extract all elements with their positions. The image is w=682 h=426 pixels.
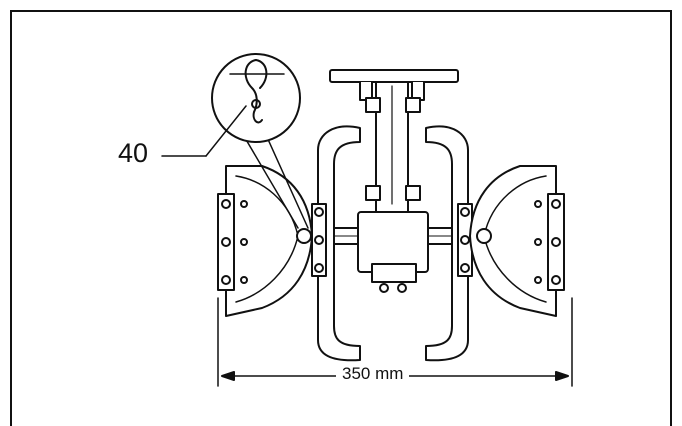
left-outer-tines bbox=[217, 165, 313, 317]
inner-tines bbox=[317, 125, 469, 362]
callout-number: 40 bbox=[118, 138, 149, 168]
gearbox-housing bbox=[329, 69, 459, 293]
hairpin-pins bbox=[296, 228, 492, 244]
right-outer-tines bbox=[469, 165, 565, 317]
diagram-frame bbox=[10, 10, 672, 426]
dimension-label: 350 mm bbox=[336, 364, 410, 384]
